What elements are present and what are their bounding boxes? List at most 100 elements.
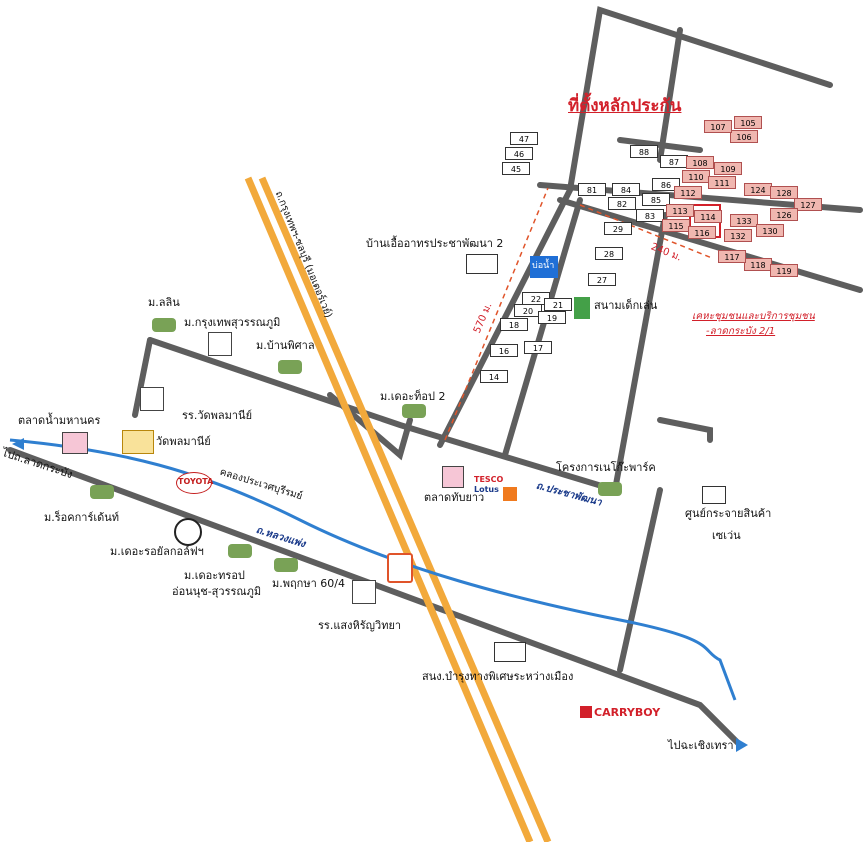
wat-phonmanee-label: วัดพลมานีย์ bbox=[156, 435, 211, 448]
neo-park-label: โครงการเนโก๊ะพาร์ค bbox=[556, 461, 656, 474]
school-icon bbox=[352, 580, 376, 604]
plot-112: 112 bbox=[674, 186, 702, 199]
canal-line bbox=[9, 438, 737, 701]
shop-icon bbox=[503, 487, 517, 501]
plot-14: 14 bbox=[480, 370, 508, 383]
pruksa-label: ม.พฤกษา 60/4 bbox=[272, 577, 345, 590]
distance-lines bbox=[444, 187, 713, 441]
lalin-label: ม.ลลิน bbox=[148, 296, 180, 309]
plot-113: 113 bbox=[666, 204, 694, 217]
school-icon bbox=[140, 387, 164, 411]
onnut-suvarnabhumi-label: อ่อนนุช-สุวรรณภูมิ bbox=[172, 585, 262, 598]
village-icon bbox=[278, 360, 302, 374]
plot-28: 28 bbox=[595, 247, 623, 260]
village-icon bbox=[228, 544, 252, 558]
community-office-label-1: เคหะชุมชนและบริการชุมชน bbox=[692, 311, 815, 322]
plot-17: 17 bbox=[524, 341, 552, 354]
school-icon bbox=[208, 332, 232, 356]
plot-27: 27 bbox=[588, 273, 616, 286]
plot-132: 132 bbox=[724, 229, 752, 242]
plot-19: 19 bbox=[538, 311, 566, 324]
rock-garden-label: ม.ร็อคการ์เด้นท์ bbox=[44, 511, 120, 524]
plot-21: 21 bbox=[544, 298, 572, 311]
tab-yao-market-label: ตลาดทับยาว bbox=[424, 491, 485, 504]
market-icon bbox=[442, 466, 464, 488]
plot-81: 81 bbox=[578, 183, 606, 196]
plot-105: 105 bbox=[734, 116, 762, 129]
plot-133: 133 bbox=[730, 214, 758, 227]
plot-111: 111 bbox=[708, 176, 736, 189]
well-plot bbox=[530, 256, 558, 278]
village-icon bbox=[598, 482, 622, 496]
plot-87: 87 bbox=[660, 155, 688, 168]
plot-119: 119 bbox=[770, 264, 798, 277]
village-icon bbox=[402, 404, 426, 418]
well-label: บ่อน้ำ bbox=[532, 261, 555, 271]
plot-88: 88 bbox=[630, 145, 658, 158]
carryboy-logo-icon bbox=[580, 706, 592, 718]
temple-icon bbox=[122, 430, 154, 454]
playground-label: สนามเด็กเล่น bbox=[594, 299, 658, 312]
plot-82: 82 bbox=[608, 197, 636, 210]
plot-46: 46 bbox=[505, 147, 533, 160]
local-roads bbox=[7, 6, 863, 748]
saeng-hiran-school-label: รร.แสงหิรัญวิทยา bbox=[318, 619, 402, 632]
highway-office-label: สนง.บำรุงทางพิเศษระหว่างเมือง bbox=[422, 670, 574, 683]
floating-market-label: ตลาดน้ำมหานคร bbox=[18, 414, 101, 427]
plot-110: 110 bbox=[682, 170, 710, 183]
plot-109: 109 bbox=[714, 162, 742, 175]
plot-18: 18 bbox=[500, 318, 528, 331]
the-trop-label: ม.เดอะทรอป bbox=[184, 569, 245, 582]
golf-icon bbox=[174, 518, 202, 546]
royal-golf-label: ม.เดอะรอยัลกอล์ฟฯ bbox=[110, 545, 204, 558]
krungthep-suvarnabhumi-label: ม.กรุงเทพสุวรรณภูมิ bbox=[184, 316, 281, 329]
playground-plot bbox=[574, 297, 590, 319]
plot-124: 124 bbox=[744, 183, 772, 196]
project-location-title: ที่ตั้งหลักประกัน bbox=[568, 96, 682, 116]
lotus-label: Lotus bbox=[474, 485, 499, 494]
plot-117: 117 bbox=[718, 250, 746, 263]
arrow-right-icon bbox=[736, 738, 748, 752]
plot-16: 16 bbox=[490, 344, 518, 357]
seven-distribution-label-1: ศูนย์กระจายสินค้า bbox=[685, 507, 772, 520]
community-office-label-2: -ลาดกระบัง 2/1 bbox=[706, 326, 776, 337]
plot-45: 45 bbox=[502, 162, 530, 175]
elderly-home-label: บ้านเอื้ออาทรประชาพัฒนา 2 bbox=[366, 237, 504, 250]
building-icon bbox=[466, 254, 498, 274]
direction-chachoengsao: ไปฉะเชิงเทรา bbox=[668, 739, 734, 752]
plot-116: 116 bbox=[688, 226, 716, 239]
carryboy-label: CARRYBOY bbox=[594, 706, 661, 719]
village-icon bbox=[152, 318, 176, 332]
toyota-label: TOYOTA bbox=[178, 477, 214, 486]
tesco-label: TESCO bbox=[474, 475, 504, 484]
plot-20: 20 bbox=[514, 304, 542, 317]
plot-115: 115 bbox=[662, 219, 690, 232]
warehouse-icon bbox=[702, 486, 726, 504]
fuel-station-icon bbox=[387, 553, 413, 583]
plot-118: 118 bbox=[744, 258, 772, 271]
wat-phonmanee-school-label: รร.วัดพลมานีย์ bbox=[182, 409, 253, 422]
toyota-logo-icon bbox=[176, 472, 212, 494]
arrow-left-icon bbox=[12, 438, 24, 450]
plot-130: 130 bbox=[756, 224, 784, 237]
plot-108: 108 bbox=[686, 156, 714, 169]
plot-128: 128 bbox=[770, 186, 798, 199]
plot-29: 29 bbox=[604, 222, 632, 235]
plot-83: 83 bbox=[636, 209, 664, 222]
plot-86: 86 bbox=[652, 178, 680, 191]
village-icon bbox=[274, 558, 298, 572]
plot-107: 107 bbox=[704, 120, 732, 133]
plot-127: 127 bbox=[794, 198, 822, 211]
office-building-icon bbox=[494, 642, 526, 662]
motorway bbox=[244, 176, 552, 842]
plot-114: 114 bbox=[694, 210, 722, 223]
village-icon bbox=[90, 485, 114, 499]
market-icon bbox=[62, 432, 88, 454]
plot-126: 126 bbox=[770, 208, 798, 221]
the-top-2-label: ม.เดอะท็อป 2 bbox=[380, 390, 446, 403]
plot-47: 47 bbox=[510, 132, 538, 145]
plot-84: 84 bbox=[612, 183, 640, 196]
baan-pisan-label: ม.บ้านพิศาล bbox=[256, 339, 315, 352]
plot-106: 106 bbox=[730, 130, 758, 143]
